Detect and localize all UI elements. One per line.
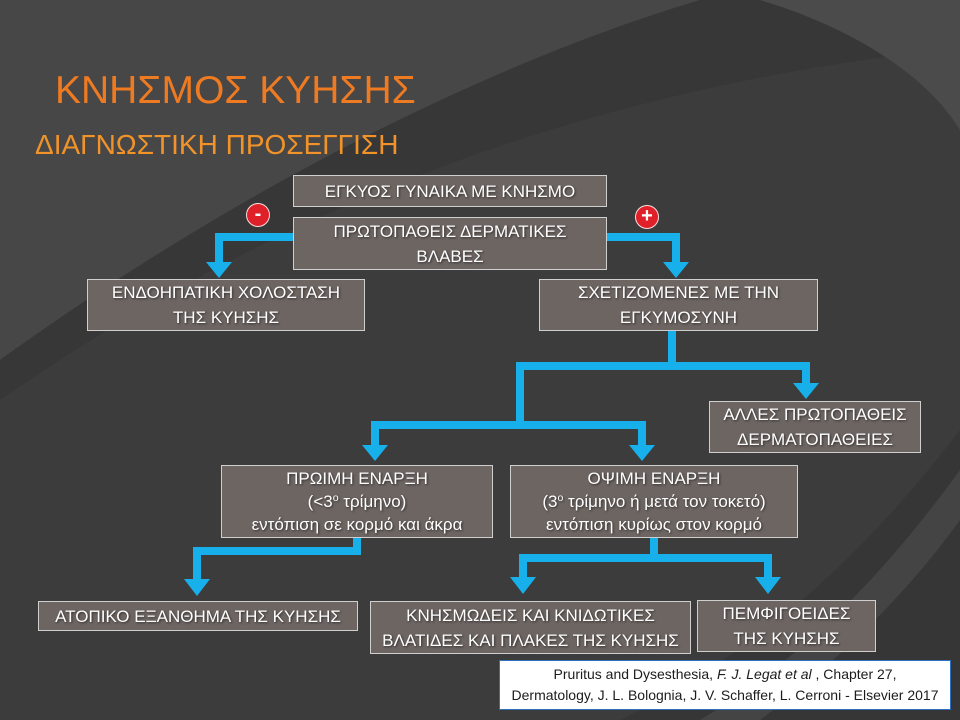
reference-line-2: Dermatology, J. L. Bolognia, J. V. Schaf… xyxy=(511,687,939,703)
box-intrahepatic-cholestasis: ΕΝΔΟΗΠΑΤΙΚΗ ΧΟΛΟΣΤΑΣΗ ΤΗΣ ΚΥΗΣΗΣ xyxy=(87,279,365,331)
reference-authors: F. J. Legat et al xyxy=(716,666,812,682)
box-line: ΔΕΡΜΑΤΟΠΑΘΕΙΕΣ xyxy=(737,430,893,449)
positive-sign-badge: + xyxy=(635,205,659,229)
timing-before: (3 xyxy=(542,492,558,511)
arrow-atopic-shaft xyxy=(193,538,361,580)
arrow-atopic-head xyxy=(184,579,210,596)
background-corner-top xyxy=(760,0,960,130)
box-pruritic-urticarial-papules: ΚΝΗΣΜΩΔΕΙΣ ΚΑΙ ΚΝΙΔΩΤΙΚΕΣ ΒΛΑΤΙΔΕΣ ΚΑΙ Π… xyxy=(370,601,691,654)
box-line: ΒΛΑΤΙΔΕΣ ΚΑΙ ΠΛΑΚΕΣ ΤΗΣ ΚΥΗΣΗΣ xyxy=(382,630,679,650)
box-pemphigoid-gestationis: ΠΕΜΦΙΓΟΕΙΔΕΣ ΤΗΣ ΚΥΗΣΗΣ xyxy=(697,600,876,652)
arrow-late-split xyxy=(519,554,772,578)
arrow-pemphigoid-head xyxy=(755,577,781,594)
reference-citation: Pruritus and Dysesthesia, F. J. Legat et… xyxy=(499,660,951,710)
timing-superscript: ο xyxy=(332,492,339,505)
arrow-pruritic-head xyxy=(510,577,536,594)
box-heading: ΟΨΙΜΗ ΕΝΑΡΞΗ xyxy=(587,469,721,488)
slide-title: ΚΝΗΣΜΟΣ ΚΥΗΣΗΣ xyxy=(55,69,416,112)
box-line: ΠΡΩΤΟΠΑΘΕΙΣ ΔΕΡΜΑΤΙΚΕΣ xyxy=(333,221,567,241)
box-location: εντόπιση σε κορμό και άκρα xyxy=(251,515,463,534)
arrow-negative-shaft xyxy=(215,233,293,263)
box-atopic-eruption: ΑΤΟΠΙΚΟ ΕΞΑΝΘΗΜΑ ΤΗΣ ΚΥΗΣΗΣ xyxy=(38,601,358,631)
box-heading: ΠΡΩΙΜΗ ΕΝΑΡΞΗ xyxy=(286,469,428,488)
background-swoosh-light xyxy=(0,0,700,360)
box-primary-skin-lesions: ΠΡΩΤΟΠΑΘΕΙΣ ΔΕΡΜΑΤΙΚΕΣ ΒΛΑΒΕΣ xyxy=(293,217,607,270)
box-line: ΤΗΣ ΚΥΗΣΗΣ xyxy=(733,629,840,648)
box-pregnancy-related: ΣΧΕΤΙΖΟΜΕΝΕΣ ΜΕ ΤΗΝ ΕΓΚΥΜΟΣΥΝΗ xyxy=(539,279,818,331)
box-line: ΑΤΟΠΙΚΟ ΕΞΑΝΘΗΜΑ ΤΗΣ ΚΥΗΣΗΣ xyxy=(55,606,341,626)
box-timing: (<3ο τρίμηνο) xyxy=(308,490,407,513)
box-line: ΒΛΑΒΕΣ xyxy=(416,246,484,266)
arrow-related-split xyxy=(516,362,810,429)
box-line: ΕΝΔΟΗΠΑΤΙΚΗ ΧΟΛΟΣΤΑΣΗ xyxy=(111,283,341,302)
arrow-positive-shaft xyxy=(607,233,680,263)
timing-superscript: ο xyxy=(557,492,564,505)
arrow-onset-split xyxy=(371,421,646,446)
box-line: ΕΓΚΥΜΟΣΥΝΗ xyxy=(619,308,738,327)
timing-after: τρίμηνο ή μετά τον τοκετό) xyxy=(563,492,766,511)
box-line: ΠΕΜΦΙΓΟΕΙΔΕΣ xyxy=(722,604,851,623)
arrow-positive-head xyxy=(663,262,689,278)
reference-line-1: Pruritus and Dysesthesia, F. J. Legat et… xyxy=(554,664,897,685)
box-late-onset: ΟΨΙΜΗ ΕΝΑΡΞΗ (3ο τρίμηνο ή μετά τον τοκε… xyxy=(510,465,798,538)
box-other-primary-dermatoses: ΑΛΛΕΣ ΠΡΩΤΟΠΑΘΕΙΣ ΔΕΡΜΑΤΟΠΑΘΕΙΕΣ xyxy=(709,401,921,453)
negative-sign-badge: - xyxy=(246,203,270,227)
arrow-late-head xyxy=(629,445,655,461)
box-line: ΤΗΣ ΚΥΗΣΗΣ xyxy=(172,308,280,327)
box-pregnant-woman-pruritus: ΕΓΚΥΟΣ ΓΥΝΑΙΚΑ ΜΕ ΚΝΗΣΜΟ xyxy=(293,175,607,207)
arrow-negative-head xyxy=(206,262,232,278)
slide-subtitle: ΔΙΑΓΝΩΣΤΙΚΗ ΠΡΟΣΕΓΓΙΣΗ xyxy=(35,129,399,160)
box-line: ΑΛΛΕΣ ΠΡΩΤΟΠΑΘΕΙΣ xyxy=(723,405,907,424)
box-timing: (3ο τρίμηνο ή μετά τον τοκετό) xyxy=(542,490,765,513)
arrow-early-head xyxy=(362,445,388,461)
box-early-onset: ΠΡΩΙΜΗ ΕΝΑΡΞΗ (<3ο τρίμηνο) εντόπιση σε … xyxy=(221,465,493,538)
box-location: εντόπιση κυρίως στον κορμό xyxy=(546,515,762,534)
timing-after: τρίμηνο) xyxy=(338,492,407,511)
arrow-other-head xyxy=(793,383,819,399)
reference-title: Pruritus and Dysesthesia, xyxy=(553,666,717,682)
timing-before: (<3 xyxy=(307,492,333,511)
box-line: ΚΝΗΣΜΩΔΕΙΣ ΚΑΙ ΚΝΙΔΩΤΙΚΕΣ xyxy=(406,605,655,625)
box-line: ΕΓΚΥΟΣ ΓΥΝΑΙΚΑ ΜΕ ΚΝΗΣΜΟ xyxy=(324,181,576,201)
box-line: ΣΧΕΤΙΖΟΜΕΝΕΣ ΜΕ ΤΗΝ xyxy=(577,283,780,302)
reference-chapter: , Chapter 27, xyxy=(811,666,897,682)
